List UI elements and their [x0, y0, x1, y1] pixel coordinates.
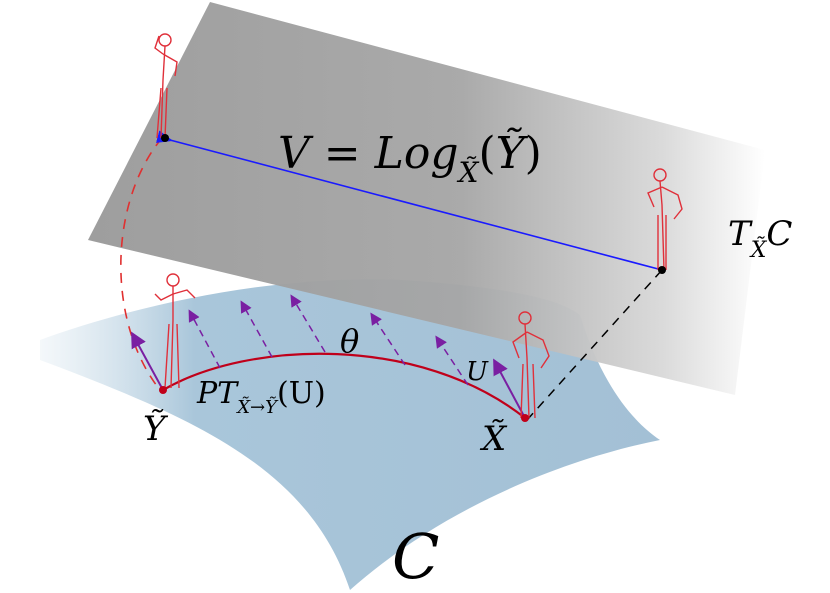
point-x-label: X̃ — [479, 419, 508, 459]
transport-arrow-2 — [240, 300, 273, 358]
skeleton-y — [154, 273, 196, 389]
transport-arrow-5 — [435, 335, 469, 386]
exp-dashed-arc — [120, 137, 163, 391]
manifold-surface — [40, 279, 660, 590]
skeleton-x — [512, 311, 550, 419]
transport-arrow-3 — [290, 294, 326, 353]
transport-label: PTX̃→Ỹ(U) — [196, 376, 326, 418]
manifold-label: C — [392, 520, 439, 593]
point-y-marker — [159, 386, 167, 394]
geodesic-curve — [162, 352, 526, 419]
transported-u-arrow — [131, 331, 164, 391]
vector-u-arrow — [493, 358, 526, 419]
point-y-label: Ỹ — [143, 409, 169, 449]
vector-u-label: U — [466, 357, 489, 387]
point-log-end-marker — [161, 134, 169, 142]
angle-label: θ — [340, 322, 359, 360]
tangent-space-label: TX̃C — [728, 214, 792, 263]
point-x-marker — [521, 414, 529, 422]
transport-arrow-1 — [188, 309, 221, 369]
point-plane-x-marker — [658, 266, 666, 274]
log-map-label: V = LogX̃(Ỹ) — [278, 126, 542, 189]
projection-dashed-line — [526, 269, 663, 421]
log-map-arrow — [155, 130, 663, 271]
transport-arrow-4 — [370, 312, 406, 366]
transport-arrows — [188, 294, 469, 386]
tangent-plane — [88, 2, 765, 395]
